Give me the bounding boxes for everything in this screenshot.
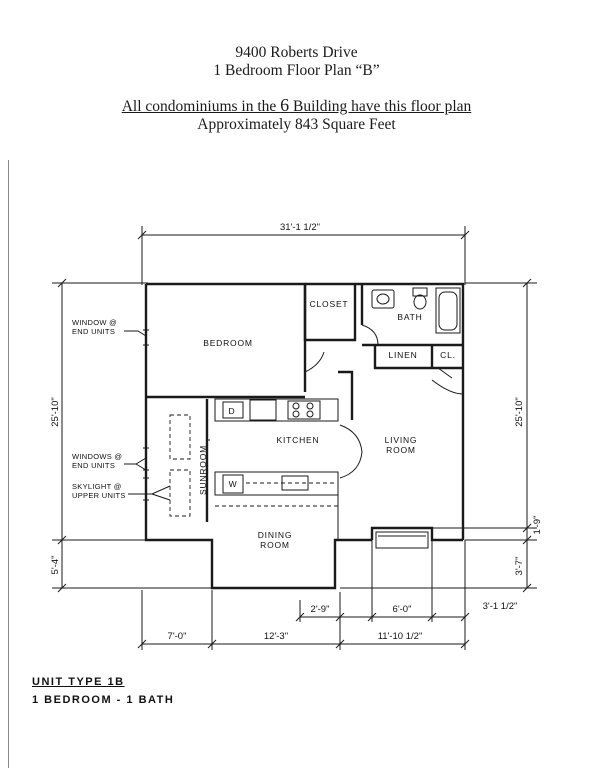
bottom-c-label: 3'-1 1/2" xyxy=(483,601,518,612)
right-dimension: 25'-10" 1'-9" 3'-7" xyxy=(340,278,543,593)
closet-label: CLOSET xyxy=(310,299,349,309)
bottom-mid-label: 12'-3" xyxy=(264,631,288,642)
cl-label: CL. xyxy=(440,350,456,360)
left-dimension: 25'-10" 5'-4" xyxy=(50,278,212,593)
right-bay-label: 1'-9" xyxy=(532,516,543,535)
building-note-suffix: Building have this floor plan xyxy=(289,98,472,115)
room-labels: CLOSET BATH BEDROOM LINEN CL. D KITCHEN … xyxy=(198,299,456,550)
bedroom-label: BEDROOM xyxy=(203,338,253,348)
sunroom-label: SUNROOM xyxy=(198,445,208,495)
skylight-note-2: UPPER UNITS xyxy=(72,491,126,500)
d-label: D xyxy=(229,406,236,416)
bottom-a-label: 2'-9" xyxy=(311,604,330,615)
kitchen-label: KITCHEN xyxy=(277,435,320,445)
windows-note-1: WINDOWS @ xyxy=(72,452,122,461)
interior-walls xyxy=(169,284,464,540)
living-room-label: ROOM xyxy=(386,445,416,455)
top-dimension: 31'-1 1/2" xyxy=(137,222,470,285)
windows-note-2: END UNITS xyxy=(72,461,115,470)
page-header: 9400 Roberts Drive 1 Bedroom Floor Plan … xyxy=(0,44,593,134)
living-label: LIVING xyxy=(385,435,418,445)
window-note-2: END UNITS xyxy=(72,327,115,336)
building-note-prefix: All condominiums in the xyxy=(121,98,281,115)
right-lower-label: 3'-7" xyxy=(514,557,525,576)
page-margin-rule xyxy=(8,160,9,768)
skylight-note-1: SKYLIGHT @ xyxy=(72,482,122,491)
dining-label: DINING xyxy=(258,530,293,540)
unit-type-label: UNIT TYPE 1B xyxy=(32,676,125,688)
square-feet-line: Approximately 843 Square Feet xyxy=(197,116,396,133)
address-line: 9400 Roberts Drive xyxy=(235,44,358,61)
bottom-dimensions: 2'-9" 6'-0" 3'-1 1/2" 7'-0" 12'-3" 11'-1… xyxy=(137,540,518,650)
building-number: 6 xyxy=(280,95,290,115)
top-width-label: 31'-1 1/2" xyxy=(280,222,320,233)
bottom-b-label: 6'-0" xyxy=(393,604,412,615)
unit-summary-label: 1 BEDROOM - 1 BATH xyxy=(32,694,175,706)
left-lower-label: 5'-4" xyxy=(50,556,61,575)
window-note-1: WINDOW @ xyxy=(72,318,117,327)
dining-room-label: ROOM xyxy=(260,540,290,550)
building-note: All condominiums in the 6 Building have … xyxy=(0,96,593,116)
bath-label: BATH xyxy=(397,312,422,322)
bottom-right-label: 11'-10 1/2" xyxy=(378,631,423,642)
linen-label: LINEN xyxy=(388,350,417,360)
right-height-label: 25'-10" xyxy=(514,397,525,426)
plan-title: 1 Bedroom Floor Plan “B” xyxy=(213,62,380,79)
left-height-label: 25'-10" xyxy=(50,397,61,426)
w-label: W xyxy=(229,479,238,489)
bottom-left-label: 7'-0" xyxy=(168,631,187,642)
callout-notes: WINDOW @ END UNITS WINDOWS @ END UNITS S… xyxy=(72,318,171,501)
